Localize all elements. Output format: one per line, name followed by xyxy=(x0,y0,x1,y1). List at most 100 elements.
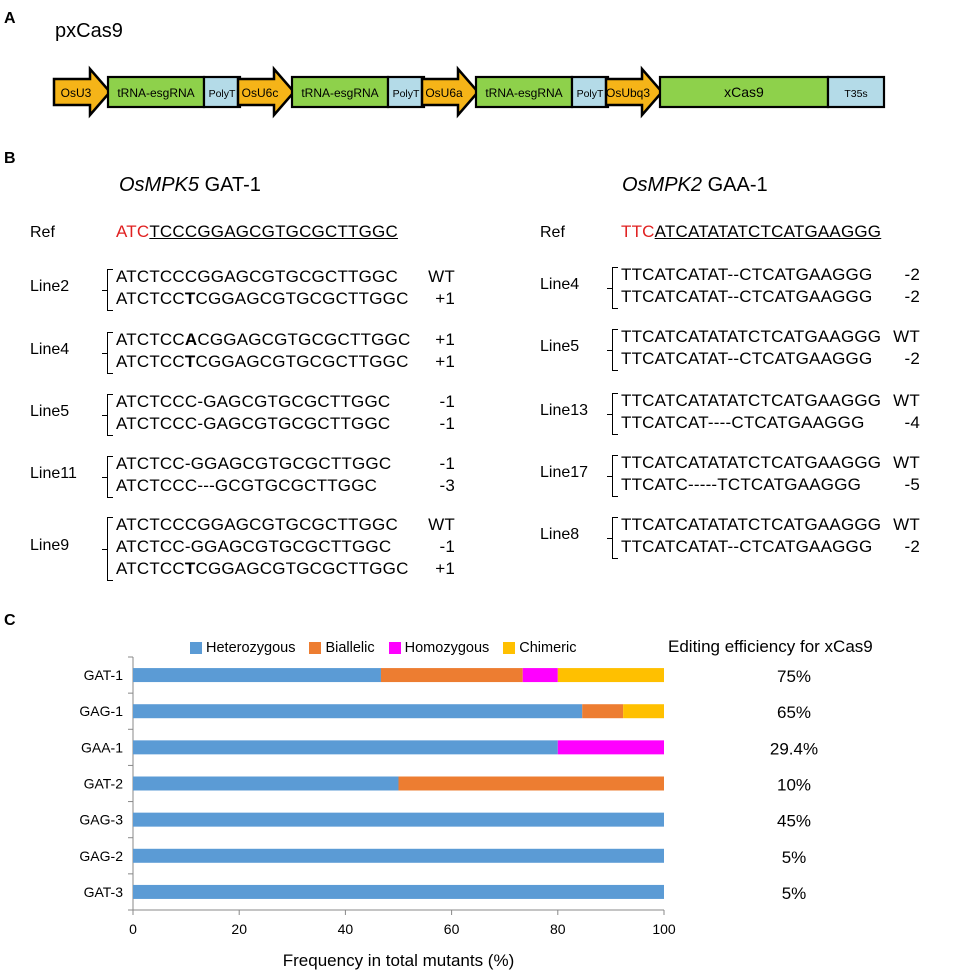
mutant-sequence: ATCTCCC-GAGCGTGCGCTTGGC xyxy=(116,392,391,411)
bar-segment xyxy=(133,776,399,791)
mutation-type: WT xyxy=(893,453,920,472)
bracket xyxy=(607,267,618,309)
efficiency-value: 29.4% xyxy=(770,739,818,758)
mutation-type: -2 xyxy=(904,287,920,306)
mutation-type: +1 xyxy=(435,330,455,349)
alignment-title: OsMPK5 GAT-1 xyxy=(119,174,261,197)
terminator-box xyxy=(826,75,886,109)
ref-sequence: ATCTCCCGGAGCGTGCGCTTGGC xyxy=(116,222,398,242)
mutation-type: +1 xyxy=(435,289,455,308)
legend-label: Biallelic xyxy=(325,640,375,656)
legend-item: Chimeric xyxy=(503,640,576,656)
cassette-label: tRNA-esgRNA xyxy=(117,86,194,100)
promoter-arrow xyxy=(52,65,112,119)
category-label: GAG-1 xyxy=(79,703,123,719)
efficiency-value: 5% xyxy=(782,848,807,867)
mutant-sequence: ATCTCCTCGGAGCGTGCGCTTGGC xyxy=(116,352,409,371)
bar-segment xyxy=(133,812,664,827)
category-label: GAG-2 xyxy=(79,848,123,864)
efficiency-value: 45% xyxy=(777,812,811,831)
terminator-label: PolyT xyxy=(209,88,236,100)
mutation-type: -2 xyxy=(904,537,920,556)
mutant-sequence: TTCATCATAT--CTCATGAAGGG xyxy=(621,537,873,556)
mutant-sequence: ATCTCCACGGAGCGTGCGCTTGGC xyxy=(116,330,411,349)
category-label: GAT-2 xyxy=(84,776,124,792)
bracket xyxy=(102,332,113,374)
line-label: Line8 xyxy=(540,526,580,543)
mutant-sequence: ATCTCCCGGAGCGTGCGCTTGGC xyxy=(116,515,398,534)
legend-swatch xyxy=(388,642,401,654)
bracket xyxy=(607,393,618,435)
efficiency-value: 5% xyxy=(782,884,807,903)
bar-segment xyxy=(133,848,664,863)
gene-name: OsMPK5 xyxy=(119,174,200,196)
mutant-sequence: ATCTCC-GGAGCGTGCGCTTGGC xyxy=(116,454,392,473)
mutation-type: WT xyxy=(893,391,920,410)
x-tick-label: 40 xyxy=(338,921,354,937)
legend-label: Chimeric xyxy=(519,640,577,656)
bar-segment xyxy=(557,740,664,755)
x-tick-label: 100 xyxy=(652,921,676,937)
cassette-label: tRNA-esgRNA xyxy=(485,86,562,100)
bar-segment xyxy=(133,740,558,755)
mutant-sequence: ATCTCCC-GAGCGTGCGCTTGGC xyxy=(116,414,391,433)
panel-label-a: A xyxy=(4,10,16,27)
line-label: Line17 xyxy=(540,464,589,481)
promoter-arrow xyxy=(236,65,296,119)
bracket xyxy=(607,455,618,497)
mutation-type: +1 xyxy=(435,352,455,371)
legend-label: Homozygous xyxy=(404,640,490,656)
category-label: GAA-1 xyxy=(81,739,123,755)
legend-item: Heterozygous xyxy=(190,640,295,656)
mutation-type: -1 xyxy=(439,392,455,411)
bracket xyxy=(102,456,113,498)
line-label: Line5 xyxy=(30,403,70,420)
bracket xyxy=(607,517,618,559)
panel-label-c: C xyxy=(4,612,16,629)
bracket xyxy=(102,517,113,581)
bar-segment xyxy=(133,704,583,719)
mutant-sequence: TTCATC-----TCTCATGAAGGG xyxy=(621,475,862,494)
line-label: Line9 xyxy=(30,537,70,554)
bracket xyxy=(607,329,618,371)
efficiency-value: 75% xyxy=(777,667,811,686)
promoter-label: OsU3 xyxy=(61,86,92,100)
mutant-sequence: TTCATCATATATCTCATGAAGGG xyxy=(621,327,882,346)
promoter-arrow xyxy=(420,65,480,119)
bar-segment xyxy=(522,668,558,683)
category-label: GAT-3 xyxy=(84,884,124,900)
target-sequence: TCCCGGAGCGTGCGCTTGGC xyxy=(149,222,398,241)
mutant-sequence: TTCATCATATATCTCATGAAGGG xyxy=(621,515,882,534)
line-label: Line4 xyxy=(30,341,70,358)
mutation-type: -5 xyxy=(904,475,920,494)
line-label: Line2 xyxy=(30,278,70,295)
legend-item: Biallelic xyxy=(309,640,375,656)
promoter-label: OsU6a xyxy=(425,86,463,100)
gene-label: xCas9 xyxy=(724,84,764,100)
category-label: GAT-1 xyxy=(84,667,124,683)
x-tick-label: 60 xyxy=(444,921,460,937)
gene-name: OsMPK2 xyxy=(622,174,703,196)
legend-label: Heterozygous xyxy=(206,640,296,656)
mutant-sequence: ATCTCCTCGGAGCGTGCGCTTGGC xyxy=(116,289,409,308)
terminator-label: PolyT xyxy=(577,88,604,100)
mutation-type: -1 xyxy=(439,537,455,556)
category-label: GAG-3 xyxy=(79,812,123,828)
mutation-type: WT xyxy=(893,327,920,346)
terminator-box xyxy=(570,75,610,109)
promoter-label: OsU6c xyxy=(242,86,279,100)
ref-label: Ref xyxy=(540,224,565,241)
bar-segment xyxy=(623,704,664,719)
mutant-sequence: ATCTCC-GGAGCGTGCGCTTGGC xyxy=(116,537,392,556)
mutation-type: -1 xyxy=(439,414,455,433)
legend-swatch xyxy=(503,642,516,654)
mutation-type: -2 xyxy=(904,349,920,368)
gene-box xyxy=(658,75,830,109)
panel-label-b: B xyxy=(4,150,16,167)
bar-segment xyxy=(133,884,664,899)
bar-segment xyxy=(398,776,664,791)
mutant-sequence: TTCATCATAT--CTCATGAAGGG xyxy=(621,349,873,368)
construct-diagram: OsU3 tRNA-esgRNA PolyT OsU6c tRNA-esgRNA Poly… xyxy=(52,65,886,119)
mutant-sequence: TTCATCATATATCTCATGAAGGG xyxy=(621,453,882,472)
mutant-sequence: TTCATCATAT--CTCATGAAGGG xyxy=(621,265,873,284)
